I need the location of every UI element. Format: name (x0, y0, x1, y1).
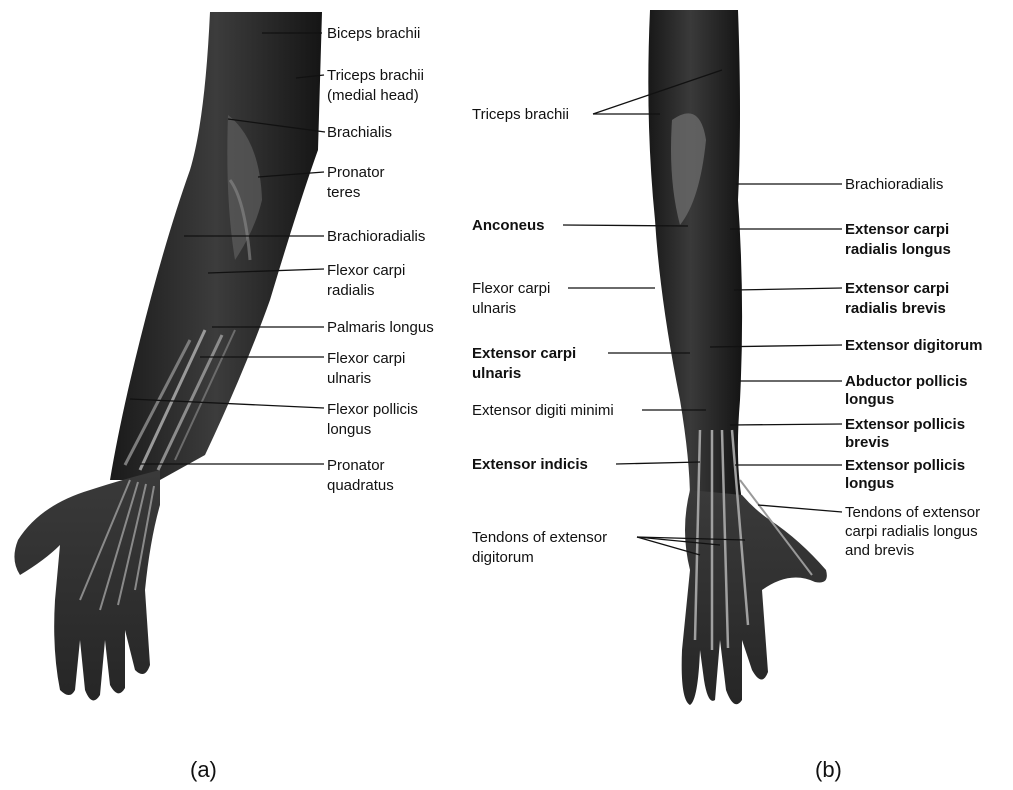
label-brachioradialis-a: Brachioradialis (327, 228, 425, 245)
caption-b: (b) (815, 757, 842, 782)
label-triceps-brachii-medial-head: Triceps brachii(medial head) (327, 67, 424, 104)
label-palmaris-longus: Palmaris longus (327, 319, 434, 336)
anterior-arm-illustration (14, 12, 322, 700)
label-extensor-digiti-minimi: Extensor digiti minimi (472, 402, 614, 419)
label-extensor-digitorum: Extensor digitorum (845, 337, 983, 354)
label-extensor-indicis: Extensor indicis (472, 456, 588, 473)
label-anconeus: Anconeus (472, 217, 545, 234)
label-triceps-brachii: Triceps brachii (472, 106, 569, 123)
caption-a: (a) (190, 757, 217, 782)
label-brachialis: Brachialis (327, 124, 392, 141)
posterior-arm-illustration (648, 10, 827, 705)
anterior-labels: Biceps brachii Triceps brachii(medial he… (327, 25, 434, 494)
label-biceps-brachii: Biceps brachii (327, 25, 420, 42)
label-brachioradialis-b: Brachioradialis (845, 176, 943, 193)
